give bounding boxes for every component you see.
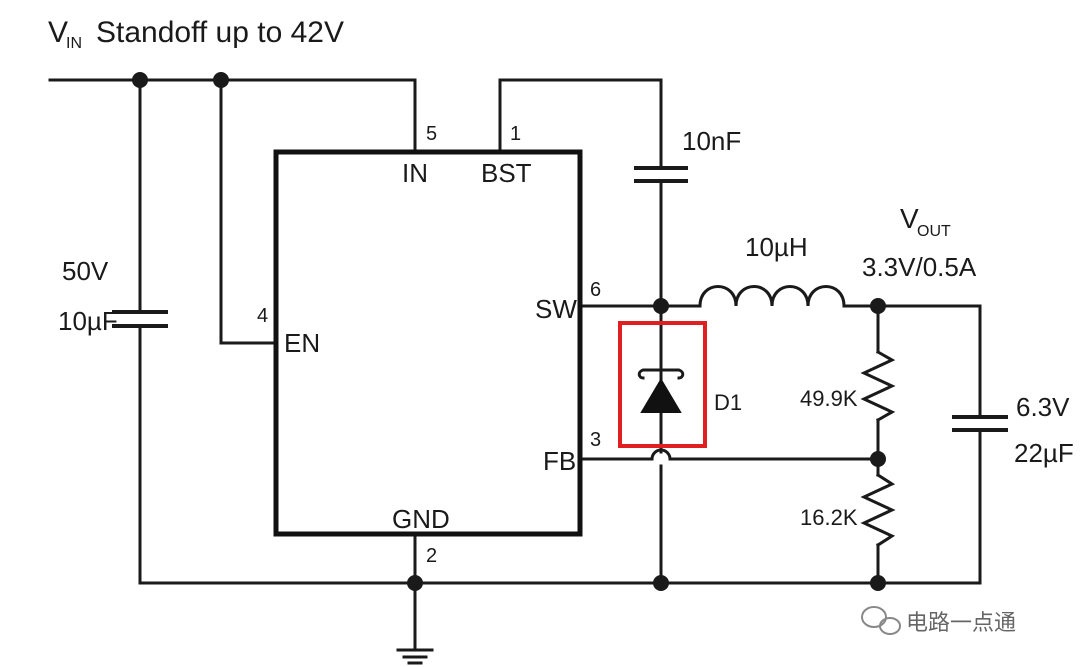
input-cap-voltage: 50V bbox=[62, 256, 109, 286]
ground-symbol bbox=[396, 648, 434, 665]
fb-wire bbox=[576, 448, 880, 461]
vin-rail bbox=[48, 78, 417, 152]
diode-highlight-box bbox=[618, 321, 707, 448]
pin-sw-number: 6 bbox=[590, 279, 601, 301]
input-cap-value: 10µF bbox=[58, 306, 118, 336]
diode-label: D1 bbox=[714, 390, 742, 415]
regulator-ic bbox=[273, 149, 583, 537]
vout-sub: OUT bbox=[917, 223, 951, 240]
junction-vout bbox=[870, 298, 886, 314]
junction-gnd-divider bbox=[870, 575, 886, 591]
pin-bst-label: BST bbox=[481, 158, 532, 188]
title-text: Standoff up to 42V bbox=[96, 16, 344, 49]
wechat-icon bbox=[861, 606, 901, 635]
bst-wire bbox=[498, 78, 663, 170]
junction-gnd-pin bbox=[407, 575, 423, 591]
pin-en-label: EN bbox=[284, 328, 320, 358]
title-vin-prefix: V bbox=[48, 16, 68, 49]
inductor-value: 10µH bbox=[745, 232, 808, 262]
r-top-value: 49.9K bbox=[800, 386, 858, 411]
boot-cap-value: 10nF bbox=[682, 126, 741, 156]
pin-bst-number: 1 bbox=[510, 123, 521, 145]
title-vin-sub: IN bbox=[66, 35, 82, 52]
r-bottom-value: 16.2K bbox=[800, 505, 858, 530]
junction-sw-node bbox=[653, 298, 669, 314]
pin-gnd-label: GND bbox=[392, 504, 450, 534]
output-cap-value: 22µF bbox=[1014, 438, 1074, 468]
junction-fb-divider bbox=[870, 451, 886, 467]
inductor bbox=[698, 285, 846, 308]
pin-gnd-number: 2 bbox=[426, 545, 437, 567]
en-wire bbox=[219, 78, 280, 345]
vout-prefix: V bbox=[900, 203, 919, 234]
r-bottom bbox=[860, 472, 896, 548]
r-top bbox=[860, 349, 896, 423]
vout-spec: 3.3V/0.5A bbox=[862, 252, 977, 282]
pin-en-number: 4 bbox=[257, 305, 268, 327]
pin-fb-label: FB bbox=[543, 446, 576, 476]
junction-gnd-diode bbox=[653, 575, 669, 591]
pin-in-number: 5 bbox=[426, 123, 437, 145]
schottky-diode bbox=[637, 368, 685, 413]
junction-vin-en bbox=[213, 72, 229, 88]
pin-in-label: IN bbox=[402, 158, 428, 188]
watermark-text: 电路一点通 bbox=[906, 610, 1016, 635]
pin-fb-number: 3 bbox=[590, 429, 601, 451]
junction-vin-cap bbox=[132, 72, 148, 88]
pin-sw-label: SW bbox=[535, 294, 577, 324]
output-cap-voltage: 6.3V bbox=[1016, 392, 1070, 422]
